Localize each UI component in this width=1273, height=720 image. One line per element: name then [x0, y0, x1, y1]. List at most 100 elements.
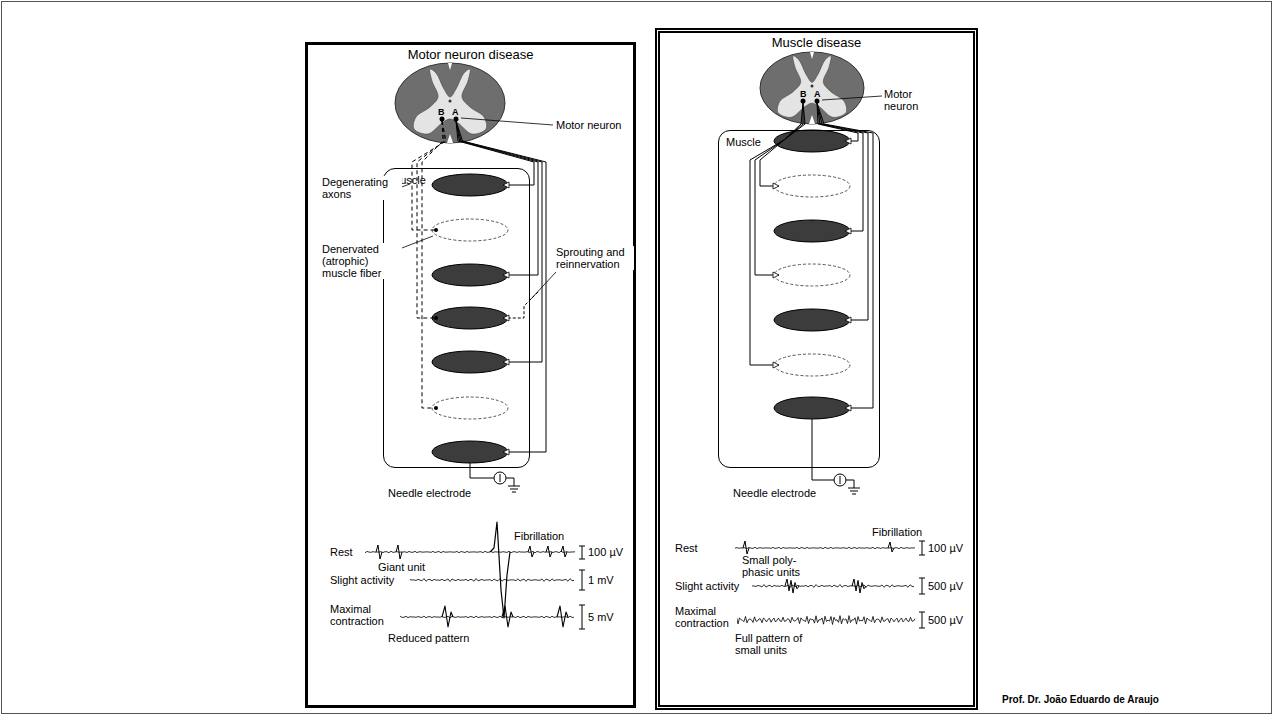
motor-neuron-body — [440, 117, 445, 122]
trace-label: Fibrillation — [872, 526, 922, 538]
structure-label: Muscle — [391, 174, 522, 187]
ground-symbol — [850, 491, 858, 492]
median-sulcus — [448, 63, 452, 70]
axon — [817, 103, 868, 320]
leader-line — [461, 118, 553, 125]
motor-unit-potential — [442, 606, 453, 627]
giant-unit-potential — [490, 522, 510, 618]
degenerating-axon — [417, 121, 445, 318]
scale-bar — [919, 612, 925, 628]
axon-end — [434, 228, 438, 232]
structure-label: Degenerating axons — [322, 176, 402, 200]
muscle-box: Muscle — [718, 130, 880, 468]
amplifier — [834, 474, 846, 486]
motor-neuron-body — [815, 99, 820, 104]
structure-label: Motor neuron — [884, 88, 934, 112]
motor-end-plate — [773, 272, 779, 278]
ground-symbol — [854, 480, 855, 488]
structure-label: Sprouting and reinnervation — [556, 246, 634, 270]
row-label: Slight activity — [675, 580, 739, 592]
fibrillation-potential — [546, 546, 552, 557]
scale-bar — [579, 605, 585, 629]
degenerating-axon — [422, 121, 443, 408]
atrophic-muscle-fiber — [774, 354, 850, 376]
structure-label: Needle electrode — [388, 487, 471, 499]
axon — [760, 103, 805, 186]
motor-end-plate — [845, 317, 851, 323]
scale-value: 1 mV — [588, 574, 614, 586]
grey-matter — [413, 69, 486, 134]
amplifier — [494, 472, 506, 484]
row-label: Slight activity — [330, 574, 394, 586]
scale-value: 100 µV — [928, 542, 963, 554]
muscle-fiber — [432, 307, 508, 329]
emg-spike — [396, 545, 402, 559]
neuron-letter: A — [452, 106, 459, 118]
needle-electrode — [846, 480, 854, 481]
motor-end-plate — [845, 138, 851, 144]
ground-symbol — [848, 488, 860, 489]
muscle-fiber — [774, 309, 850, 331]
muscle-fiber — [432, 174, 508, 196]
polyphasic-unit — [785, 579, 799, 593]
central-canal — [811, 85, 814, 88]
emg-spike — [376, 545, 382, 559]
motor-end-plate — [503, 272, 509, 278]
needle-electrode — [506, 478, 514, 479]
ground-symbol — [514, 478, 515, 486]
fibrillation-potential — [888, 542, 894, 552]
axon — [456, 121, 538, 275]
muscle-fiber — [774, 397, 850, 419]
trace-label: Small poly- phasic units — [742, 554, 808, 578]
structure-label: Muscle — [726, 136, 872, 149]
needle-electrode — [812, 419, 834, 480]
amplifier-mark — [840, 476, 841, 484]
motor-unit-potential — [557, 606, 568, 627]
motor-end-plate — [503, 359, 509, 365]
ground-symbol — [512, 492, 516, 493]
axon-end — [434, 406, 438, 410]
spinal-cord — [395, 63, 505, 143]
atrophic-muscle-fiber — [432, 397, 508, 419]
motor-neuron-body — [454, 117, 459, 122]
spinal-cord — [760, 52, 864, 124]
axon — [456, 121, 534, 185]
central-canal — [449, 100, 452, 103]
emg-trace — [410, 579, 574, 582]
row-label: Maximal contraction — [330, 603, 392, 627]
median-fissure — [447, 134, 453, 143]
emg-trace — [735, 616, 915, 625]
emg-spike — [743, 541, 749, 554]
structure-label: Needle electrode — [733, 487, 816, 499]
fibrillation-potential — [528, 546, 534, 557]
amplifier-mark — [500, 474, 501, 482]
motor-end-plate — [845, 228, 851, 234]
ground-symbol — [852, 494, 856, 495]
author-credit: Prof. Dr. João Eduardo de Araujo — [1002, 694, 1159, 706]
row-label: Maximal contraction — [675, 605, 737, 629]
panel-title: Motor neuron disease — [308, 47, 633, 63]
median-sulcus — [810, 52, 814, 59]
motor-end-plate — [773, 362, 779, 368]
scale-bar — [919, 578, 925, 594]
scale-bar — [579, 546, 585, 559]
muscle-fiber — [432, 264, 508, 286]
muscle-fiber — [774, 220, 850, 242]
atrophic-muscle-fiber — [774, 264, 850, 286]
row-label: Rest — [330, 546, 353, 558]
neuron-letter: A — [814, 88, 821, 100]
grey-matter — [777, 56, 846, 118]
axon — [456, 121, 546, 452]
scale-value: 500 µV — [928, 580, 963, 592]
scale-value: 5 mV — [588, 611, 614, 623]
neuron-letter: B — [438, 106, 445, 118]
ground-symbol — [508, 486, 520, 487]
trace-label: Reduced pattern — [388, 632, 469, 644]
muscle-box: Muscle — [383, 168, 530, 468]
scale-bar — [919, 541, 925, 555]
structure-label: Denervated (atrophic) muscle fiber — [322, 243, 402, 279]
